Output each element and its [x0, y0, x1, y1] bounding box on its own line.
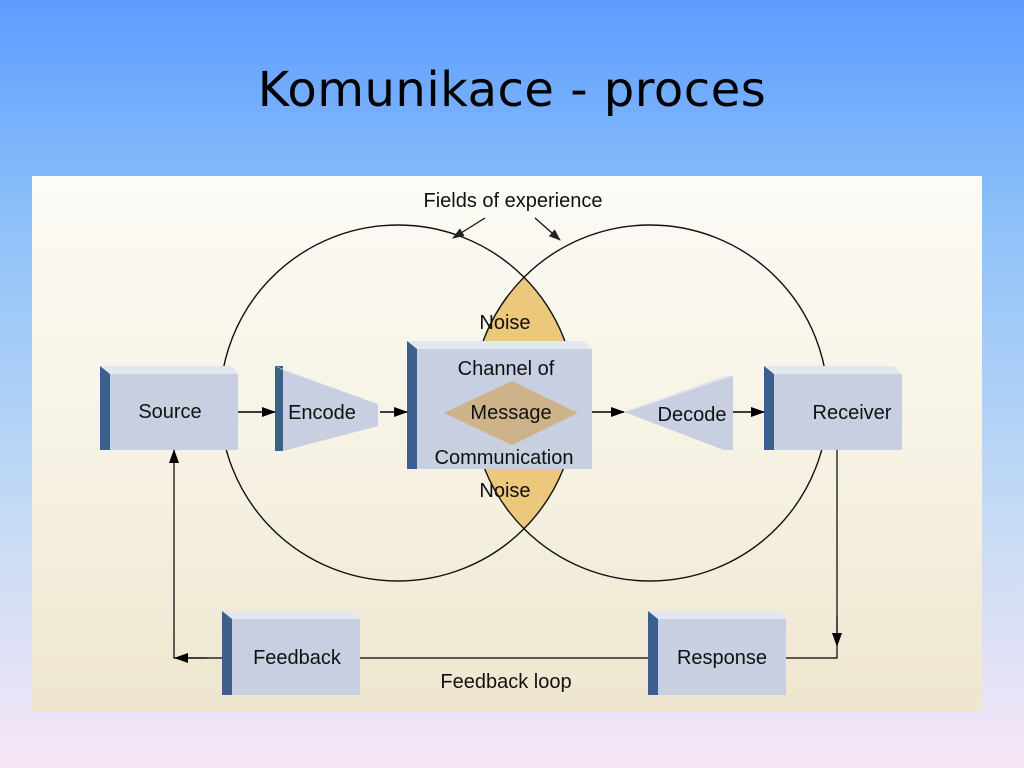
fields-of-experience-label: Fields of experience [424, 190, 603, 212]
diagram-canvas: Fields of experience Source Encode Chann… [100, 190, 902, 695]
decode-block: Decode [624, 376, 733, 450]
communication-process-diagram: Fields of experience Source Encode Chann… [32, 176, 982, 712]
channel-label-line2: Communication [435, 447, 574, 469]
channel-label-line1: Channel of [458, 358, 555, 380]
message-diamond [444, 381, 578, 445]
feedback-box: Feedback [222, 611, 360, 695]
decode-label: Decode [658, 404, 727, 426]
receiver-box: Receiver [764, 366, 902, 450]
slide-title: Komunikace - proces [257, 62, 767, 118]
fields-arrow-left [452, 217, 486, 239]
message-label: Message [470, 402, 551, 424]
noise-label-top: Noise [479, 312, 530, 334]
noise-label-bottom: Noise [479, 480, 530, 502]
response-box: Response [648, 611, 786, 695]
arrow-feedback-to-source [169, 449, 222, 659]
feedback-label: Feedback [253, 647, 342, 669]
arrow-receiver-to-response [786, 450, 838, 659]
source-box: Source [100, 366, 238, 450]
channel-box: Channel of Message Communication [407, 341, 592, 469]
fields-arrow-right [534, 217, 561, 241]
receiver-label: Receiver [813, 402, 892, 424]
encode-block: Encode [275, 366, 378, 451]
encode-label: Encode [288, 402, 356, 424]
feedback-loop-label: Feedback loop [440, 671, 571, 693]
response-label: Response [677, 647, 767, 669]
source-label: Source [138, 401, 201, 423]
